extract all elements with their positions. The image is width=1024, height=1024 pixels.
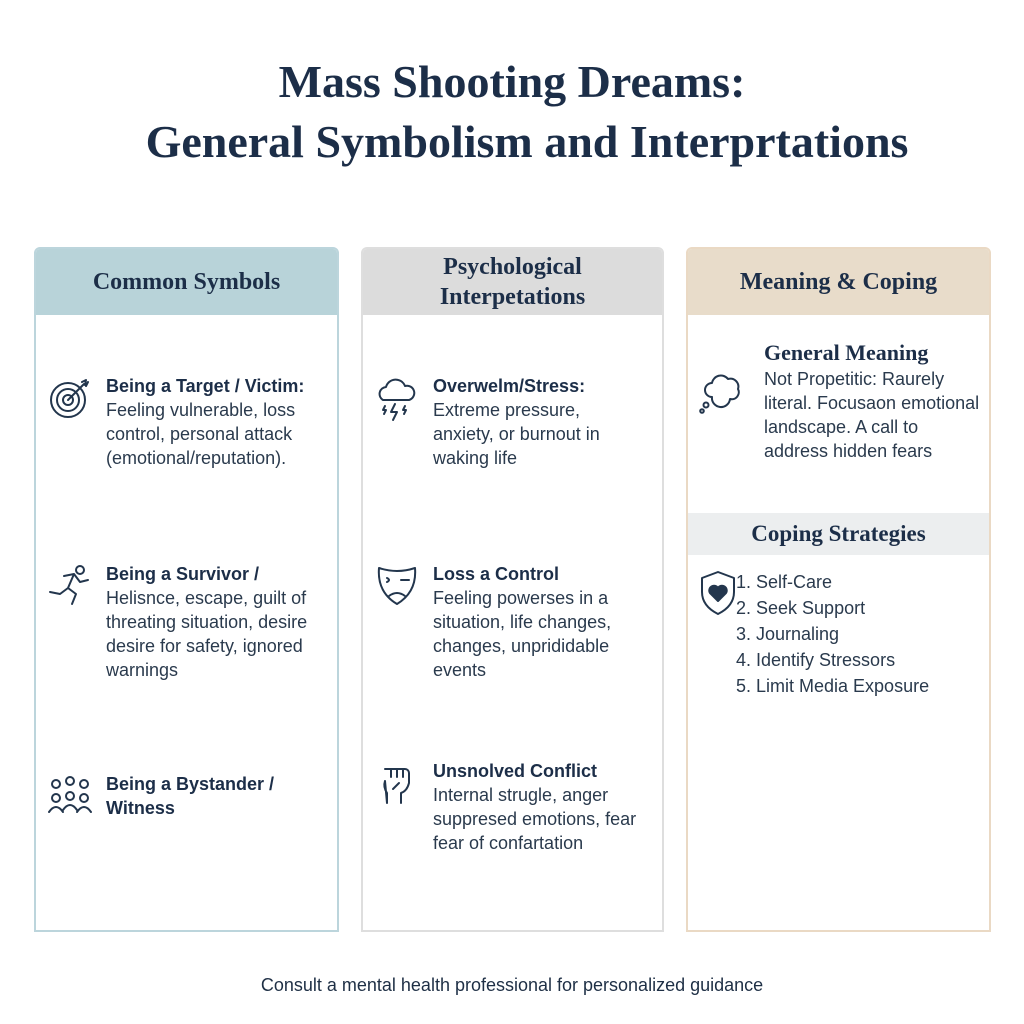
- disclaimer-footer: Consult a mental health professional for…: [260, 975, 764, 995]
- item-description: Feeling powerses in a situation, life ch…: [433, 588, 612, 680]
- column-meaning-coping: Meaning & Coping General Meaning Not Pro…: [686, 247, 991, 932]
- item-heading: Being a Target / Victim:: [106, 376, 305, 396]
- item-heading: Unsnolved Conflict: [433, 761, 598, 781]
- column-header: Psychological Interpetations: [363, 249, 662, 315]
- item-heading: Loss a Control: [433, 564, 560, 584]
- column-header: Meaning & Coping: [688, 249, 989, 315]
- running-person-icon: [46, 562, 94, 610]
- item-heading: Overwelm/Stress:: [433, 376, 586, 396]
- raised-fist-icon: [373, 759, 421, 807]
- coping-strategy-item: 2. Seek Support: [736, 598, 866, 618]
- thought-bubble-icon: [698, 369, 746, 417]
- storm-cloud-icon: [373, 374, 421, 422]
- target-icon: [46, 374, 94, 422]
- shield-heart-icon: [698, 569, 746, 617]
- item-description: Internal strugle, anger suppresed emotio…: [433, 785, 637, 853]
- sad-mask-icon: [373, 562, 421, 610]
- column-psychological-interpretations: Psychological Interpetations Overwelm/St…: [361, 247, 664, 932]
- item-heading: Being a Survivor /: [106, 564, 260, 584]
- page-title: Mass Shooting Dreams: General Symbolism …: [0, 52, 1024, 172]
- item-description: Feeling vulnerable, loss control, person…: [106, 400, 296, 468]
- item-heading: Being a Bystander / Witness: [106, 774, 275, 818]
- title-line-1: Mass Shooting Dreams:: [278, 56, 746, 107]
- coping-strategy-item: 5. Limit Media Exposure: [736, 676, 930, 696]
- coping-strategies-header: Coping Strategies: [688, 513, 989, 555]
- crowd-icon: [46, 772, 94, 820]
- item-description: Extreme pressure, anxiety, or burnout in…: [433, 400, 600, 468]
- general-meaning-description: Not Propetitic: Raurely literal. Focusao…: [764, 369, 980, 461]
- title-line-2: General Symbolism and Interprtations: [145, 116, 909, 167]
- coping-strategy-item: 1. Self-Care: [736, 572, 833, 592]
- column-header: Common Symbols: [36, 249, 337, 315]
- coping-strategy-item: 4. Identify Stressors: [736, 650, 896, 670]
- item-description: Helisnce, escape, guilt of threating sit…: [106, 588, 308, 680]
- coping-strategy-item: 3. Journaling: [736, 624, 840, 644]
- coping-strategies-list: 1. Self-Care 2. Seek Support 3. Journali…: [736, 569, 929, 699]
- general-meaning-heading: General Meaning: [764, 340, 929, 365]
- column-common-symbols: Common Symbols Being a Target / Victim: …: [34, 247, 339, 932]
